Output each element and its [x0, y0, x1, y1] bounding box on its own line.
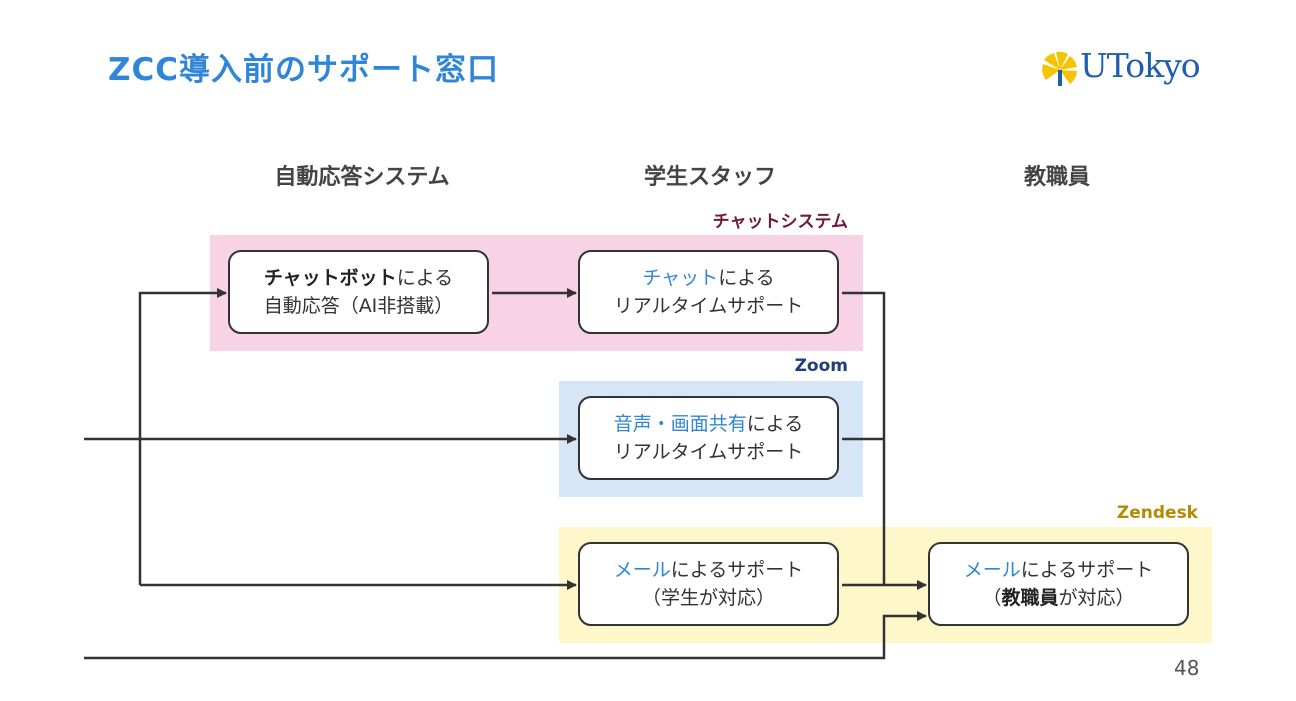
page-title: ZCC導入前のサポート窓口 [108, 52, 499, 88]
voice-realtime-box: 音声・画面共有による リアルタイムサポート [578, 396, 839, 480]
zendesk-label: Zendesk [1116, 503, 1198, 523]
zoom-label: Zoom [794, 356, 848, 376]
page-number: 48 [1174, 656, 1200, 680]
mail-students-box: メールによるサポート （学生が対応） [578, 542, 839, 626]
chat-realtime-box: チャットによる リアルタイムサポート [578, 250, 839, 334]
chatbot-box: チャットボットによる 自動応答（AI非搭載） [228, 250, 489, 334]
ginkgo-icon [1042, 51, 1077, 86]
arrow-to-chatbot [138, 288, 227, 585]
chat-system-label: チャットシステム [712, 212, 848, 232]
column-header-students: 学生スタッフ [643, 165, 777, 190]
arrow-bottom-to-staff [84, 611, 927, 660]
logo-text: UTokyo [1080, 46, 1201, 85]
utokyo-logo: UTokyo [1040, 46, 1215, 92]
column-header-staff: 教職員 [1023, 165, 1091, 190]
connector-chat-out [842, 291, 886, 585]
mail-staff-box: メールによるサポート （教職員が対応） [928, 542, 1189, 626]
column-header-auto: 自動応答システム [274, 165, 450, 190]
